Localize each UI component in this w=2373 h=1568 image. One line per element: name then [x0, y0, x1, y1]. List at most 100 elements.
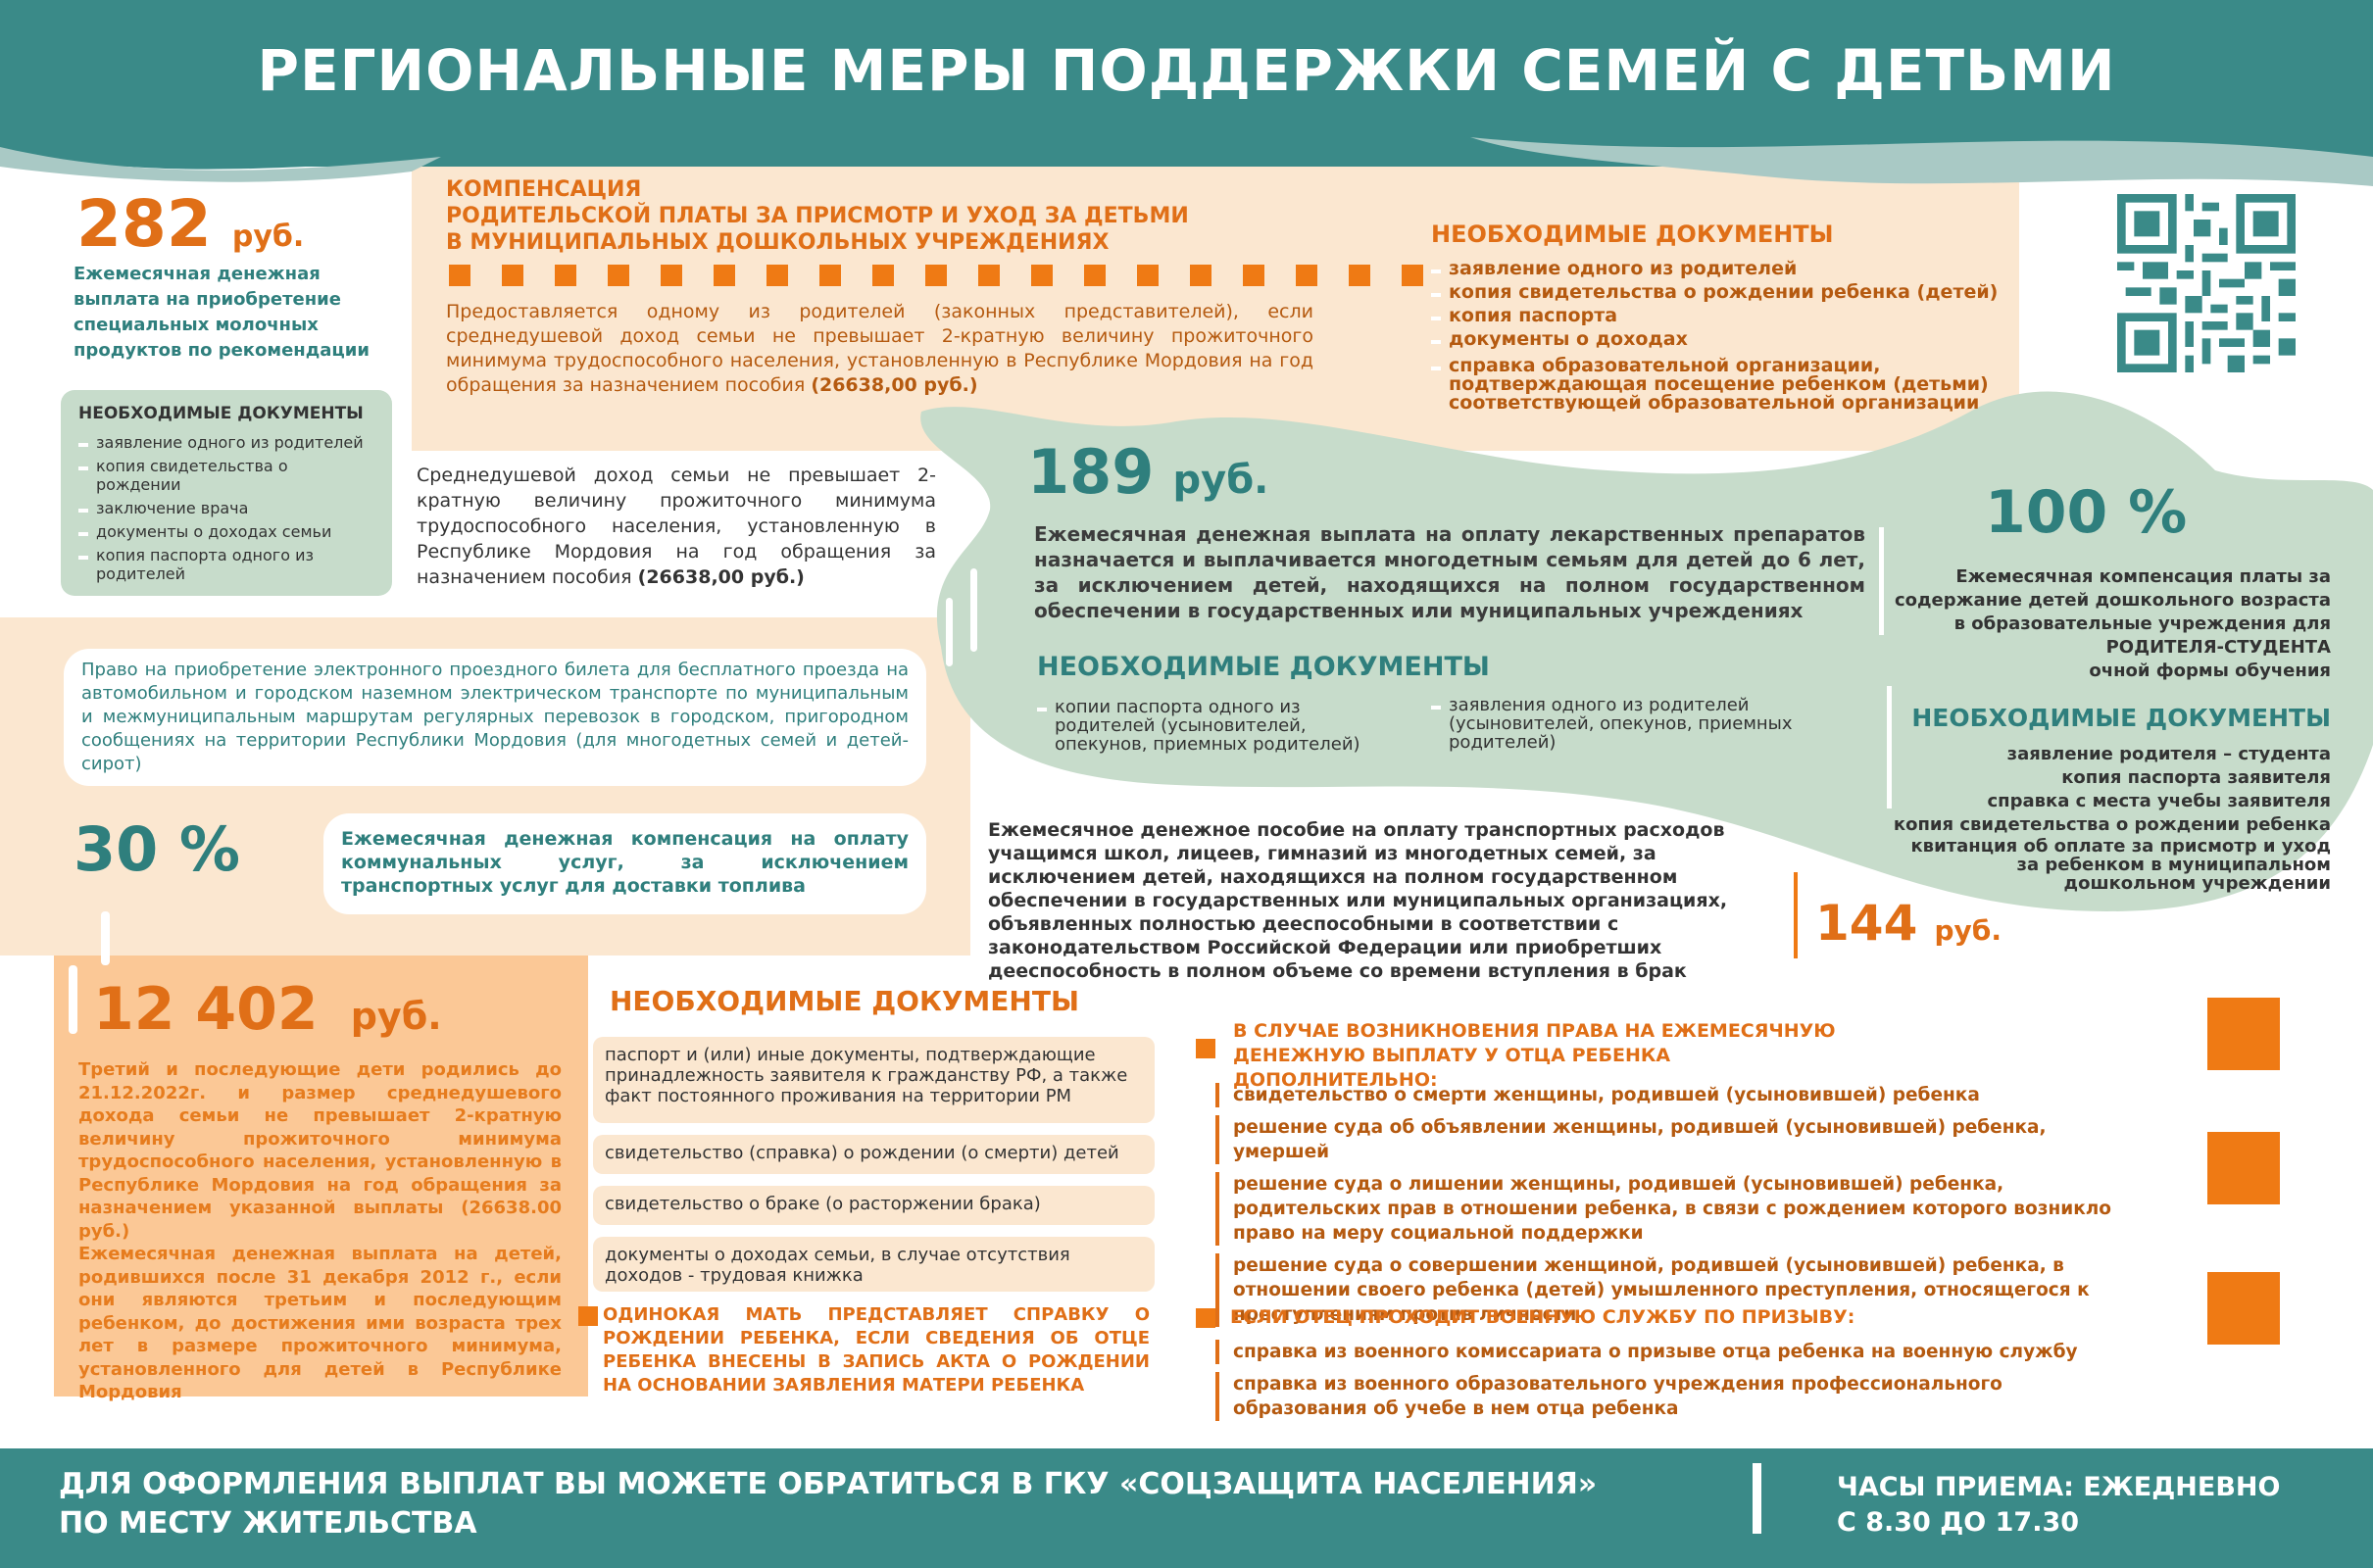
decor-line-1 — [69, 965, 77, 1034]
transport-benefit-amount: 144 — [1815, 895, 1918, 952]
third-child-docs-title: НЕОБХОДИМЫЕ ДОКУМЕНТЫ — [610, 985, 1079, 1017]
list-item: решение суда о совершении женщиной, роди… — [1215, 1253, 2115, 1327]
list-item: копии паспорта одного из родителей (усын… — [1037, 698, 1400, 754]
compensation-divider — [449, 265, 1423, 290]
milk-unit: руб. — [231, 220, 305, 254]
compensation-docs: НЕОБХОДИМЫЕ ДОКУМЕНТЫ заявление одного и… — [1431, 220, 2009, 413]
decor-line-4 — [970, 568, 977, 652]
list-item: документы о доходах семьи, в случае отсу… — [593, 1237, 1155, 1292]
student-divider — [1887, 686, 1892, 808]
header-wave — [0, 0, 2373, 186]
third-child-amount-group: 12 402 руб. — [93, 975, 442, 1044]
father-title-marker — [1196, 1039, 1215, 1058]
list-item: заявление одного из родителей — [1431, 260, 2009, 278]
medicine-divider — [1879, 527, 1884, 635]
list-item: копия паспорта заявителя — [2061, 767, 2331, 788]
medicine-docs-title: НЕОБХОДИМЫЕ ДОКУМЕНТЫ — [1037, 652, 1490, 682]
father-docs-list: свидетельство о смерти женщины, родившей… — [1215, 1083, 2115, 1335]
list-item: решение суда об объявлении женщины, роди… — [1215, 1115, 2115, 1164]
third-child-unit: руб. — [350, 995, 442, 1038]
list-item: копия свидетельства о рождении ребенка (… — [1431, 283, 2009, 302]
student-description: Ежемесячная компенсация платы за содержа… — [1892, 565, 2331, 683]
compensation-amount: (26638,00 руб.) — [811, 374, 978, 396]
list-item: свидетельство (справка) о рождении (о см… — [593, 1135, 1155, 1174]
student-desc-2: очной формы обучения — [2089, 661, 2331, 681]
list-item: справка из военного образовательного учр… — [1215, 1372, 2115, 1421]
list-item: свидетельство о смерти женщины, родившей… — [1215, 1083, 2115, 1107]
decor-line-2 — [101, 911, 110, 965]
third-child-desc-2: Ежемесячная денежная выплата на детей, р… — [78, 1244, 562, 1402]
transport-benefit-amount-group: 144 руб. — [1815, 895, 2002, 952]
medicine-unit: руб. — [1172, 458, 1269, 503]
student-desc-bold: РОДИТЕЛЯ-СТУДЕНТА — [2105, 637, 2331, 658]
compensation-title-1: КОМПЕНСАЦИЯ — [446, 177, 642, 202]
list-item: решение суда о лишении женщины, родившей… — [1215, 1172, 2115, 1246]
transport-ticket-box: Право на приобретение электронного проез… — [64, 649, 926, 786]
footer-hours-1: ЧАСЫ ПРИЕМА: ЕЖЕДНЕВНО — [1837, 1472, 2281, 1502]
compensation-title-2: РОДИТЕЛЬСКОЙ ПЛАТЫ ЗА ПРИСМОТР И УХОД ЗА… — [446, 204, 1189, 228]
milk-amount-group: 282 руб. — [76, 186, 304, 262]
sage-blob — [920, 391, 2373, 911]
list-item: справка образовательной организации, под… — [1431, 357, 2009, 413]
medicine-description: Ежемесячная денежная выплата на оплату л… — [1034, 522, 1865, 622]
decor-square-2 — [2207, 1132, 2280, 1204]
list-item: копия свидетельства о рождении — [78, 457, 304, 494]
list-item: документы о доходах — [1431, 330, 2009, 349]
student-docs-list: заявление родителя – студента копия пасп… — [1892, 743, 2331, 893]
milk-amount: 282 — [76, 186, 212, 262]
transport-benefit-description: Ежемесячное денежное пособие на оплату т… — [988, 819, 1728, 982]
single-mother-marker — [578, 1306, 598, 1326]
third-child-description: Третий и последующие дети родились до 21… — [78, 1058, 562, 1404]
footer-hours-2: С 8.30 ДО 17.30 — [1837, 1507, 2080, 1538]
list-item: квитанция об оплате за присмотр и уход з… — [1910, 836, 2331, 894]
military-docs-list: справка из военного комиссариата о призы… — [1215, 1340, 2115, 1429]
milk-docs-list: заявление одного из родителей копия свид… — [78, 433, 374, 583]
medicine-doc-2: заявления одного из родителей (усыновите… — [1431, 696, 1862, 752]
milk-docs-title: НЕОБХОДИМЫЕ ДОКУМЕНТЫ — [78, 404, 364, 423]
list-item: заключение врача — [78, 499, 374, 517]
milk-description: Ежемесячная денежная выплата на приобрет… — [74, 264, 370, 361]
compensation-docs-title: НЕОБХОДИМЫЕ ДОКУМЕНТЫ — [1431, 220, 1834, 248]
list-item: документы о доходах семьи — [78, 522, 374, 541]
list-item: справка с места учебы заявителя — [1987, 791, 2332, 811]
decor-square-3 — [2207, 1272, 2280, 1345]
compensation-text: Предоставляется одному из родителей (зак… — [446, 301, 1313, 396]
list-item: паспорт и (или) иные документы, подтверж… — [593, 1037, 1155, 1123]
decor-square-1 — [2207, 998, 2280, 1070]
footer-hours: ЧАСЫ ПРИЕМА: ЕЖЕДНЕВНО С 8.30 ДО 17.30 — [1837, 1470, 2280, 1541]
utilities-description: Ежемесячная денежная компенсация на опла… — [341, 828, 909, 897]
list-item: свидетельство о браке (о расторжении бра… — [593, 1186, 1155, 1225]
milk-docs-box: НЕОБХОДИМЫЕ ДОКУМЕНТЫ заявление одного и… — [61, 390, 392, 596]
page-title: РЕГИОНАЛЬНЫЕ МЕРЫ ПОДДЕРЖКИ СЕМЕЙ С ДЕТЬ… — [257, 37, 2116, 104]
milk-income-amount: (26638,00 руб.) — [637, 566, 805, 588]
decor-line-3 — [946, 598, 953, 666]
footer-divider — [1753, 1463, 1761, 1534]
father-title: В СЛУЧАЕ ВОЗНИКНОВЕНИЯ ПРАВА НА ЕЖЕМЕСЯЧ… — [1233, 1020, 1836, 1091]
transport-benefit-unit: руб. — [1934, 914, 2002, 947]
list-item: заявление одного из родителей — [78, 433, 374, 452]
third-child-bg — [54, 956, 588, 1396]
third-child-docs-list: паспорт и (или) иные документы, подтверж… — [593, 1037, 1155, 1292]
military-title-marker — [1196, 1308, 1215, 1328]
footer-line-2: ПО МЕСТУ ЖИТЕЛЬСТВА — [59, 1506, 477, 1541]
medicine-doc-1: копии паспорта одного из родителей (усын… — [1037, 698, 1400, 754]
footer-line-1: ДЛЯ ОФОРМЛЕНИЯ ВЫПЛАТ ВЫ МОЖЕТЕ ОБРАТИТЬ… — [59, 1467, 1598, 1501]
compensation-title: КОМПЕНСАЦИЯ РОДИТЕЛЬСКОЙ ПЛАТЫ ЗА ПРИСМО… — [446, 176, 1189, 256]
list-item: копия свидетельства о рождении ребенка — [1893, 814, 2331, 835]
compensation-title-3: В МУНИЦИПАЛЬНЫХ ДОШКОЛЬНЫХ УЧРЕЖДЕНИЯХ — [446, 230, 1110, 255]
medicine-amount: 189 — [1027, 436, 1155, 508]
qr-code[interactable] — [2117, 194, 2296, 372]
milk-income-text: Среднедушевой доход семьи не превышает 2… — [417, 465, 936, 588]
utilities-box: Ежемесячная денежная компенсация на опла… — [323, 813, 926, 914]
list-item: заявление родителя – студента — [2006, 744, 2331, 764]
list-item: копия паспорта — [1431, 307, 2009, 325]
footer-contact: ДЛЯ ОФОРМЛЕНИЯ ВЫПЛАТ ВЫ МОЖЕТЕ ОБРАТИТЬ… — [59, 1465, 1597, 1544]
third-child-desc-1: Третий и последующие дети родились до 21… — [78, 1059, 562, 1242]
list-item: заявления одного из родителей (усыновите… — [1431, 696, 1862, 752]
compensation-docs-list: заявление одного из родителей копия свид… — [1431, 260, 2009, 413]
student-desc-1: Ежемесячная компенсация платы за содержа… — [1894, 566, 2331, 634]
student-amount: 100 % — [1985, 478, 2188, 547]
single-mother-note: ОДИНОКАЯ МАТЬ ПРЕДСТАВЛЯЕТ СПРАВКУ О РОЖ… — [603, 1304, 1150, 1396]
transport-benefit-divider — [1794, 872, 1798, 958]
compensation-description: Предоставляется одному из родителей (зак… — [446, 300, 1313, 398]
